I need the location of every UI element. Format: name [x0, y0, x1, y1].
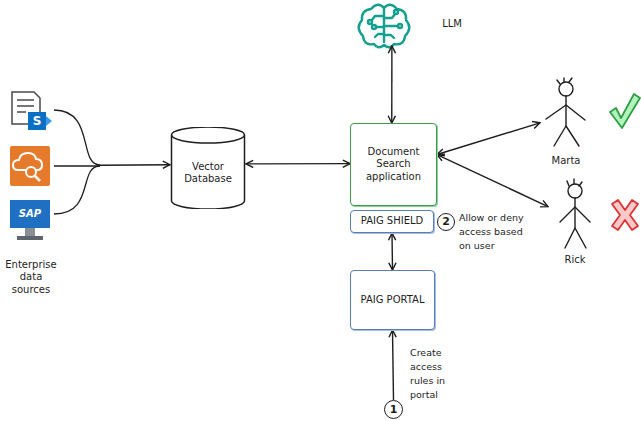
person-figure [546, 78, 585, 146]
logo-letter: S [28, 112, 46, 130]
note-text: Create access rules in portal [410, 346, 462, 402]
callout-number: 2 [437, 213, 455, 231]
vector-database: Vector Database [170, 127, 246, 209]
allowed-check [610, 94, 640, 128]
user-figure: Rick [548, 180, 602, 266]
node-label: Enterprise data sources [0, 259, 62, 297]
node-label: Vector Database [174, 161, 242, 186]
cloud-search-icon [10, 146, 50, 186]
llm-brain-icon [359, 5, 410, 48]
connector-arrow [437, 123, 540, 155]
node-label: Document Search application [355, 146, 432, 184]
portal-box: PAIG PORTAL [350, 270, 435, 330]
connector-arrow [437, 155, 548, 207]
sap-monitor-icon [10, 200, 50, 240]
connector-arrow [391, 46, 393, 123]
node-label: LLM [442, 18, 462, 31]
node-label: PAIG PORTAL [361, 294, 425, 307]
cylinder-rim [172, 135, 245, 143]
node-label: PAIG SHIELD [361, 215, 424, 228]
connector-arrow [246, 163, 350, 165]
step-circle: 1 [384, 400, 403, 419]
node-label: Rick [564, 254, 585, 267]
step-number: 1 [390, 403, 398, 417]
process-box: Document Search application [350, 123, 437, 206]
note-text: Allow or deny access based on user [459, 211, 525, 253]
node-label: Marta [552, 155, 581, 168]
connector-arrow [100, 164, 170, 166]
sharepoint-icon [12, 92, 52, 130]
connector-arrow [391, 233, 393, 270]
user-figure: Marta [540, 75, 592, 167]
denied-cross [612, 200, 638, 230]
logo-text: SAP [10, 204, 50, 224]
shield-box: PAIG SHIELD [350, 210, 434, 233]
data-source-group: Enterprise data sources [0, 86, 100, 300]
person-figure [560, 179, 590, 248]
llm-node: LLM [360, 2, 470, 46]
cylinder-body [172, 127, 245, 209]
merge-line [54, 110, 100, 214]
connector-arrow [393, 330, 394, 400]
